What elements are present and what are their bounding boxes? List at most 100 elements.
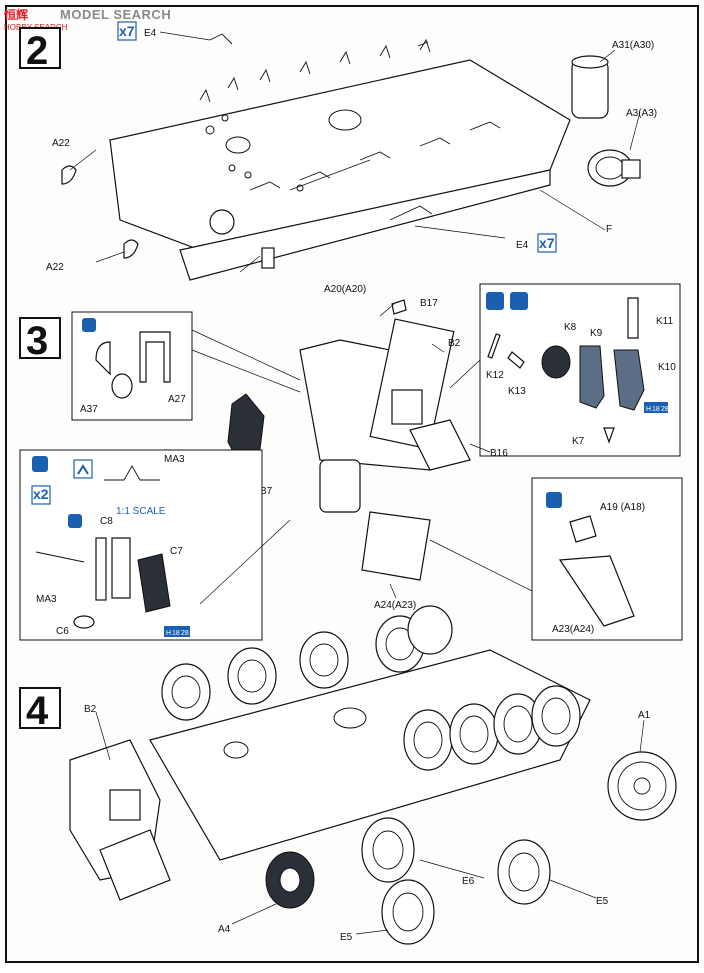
assembly-b2 xyxy=(299,299,471,513)
hull-hole xyxy=(205,125,215,135)
torsion-arms-bottom xyxy=(249,121,501,221)
part-ma3-template xyxy=(104,465,160,481)
label-k13: K13 xyxy=(508,386,526,397)
label-a19: A19 (A18) xyxy=(600,502,645,513)
part-a24 xyxy=(361,511,431,581)
drill-icon xyxy=(510,292,528,310)
hull-hole xyxy=(328,109,362,131)
idler-a4 xyxy=(265,851,315,909)
wheel-e5-right xyxy=(497,839,551,905)
step-2-leader-lines xyxy=(69,31,641,273)
part-a3-hub xyxy=(587,149,641,187)
label-k9: K9 xyxy=(590,328,603,339)
label-e6: E6 xyxy=(462,876,475,887)
svg-text:H: H xyxy=(166,630,171,637)
label-a27: A27 xyxy=(168,394,186,405)
step-2-number: 2 xyxy=(26,29,48,73)
inset-a19-a23: A19 (A18) A23(A24) xyxy=(531,477,683,641)
glue-icon xyxy=(546,492,562,508)
step-4-leader-lines xyxy=(95,711,645,935)
label-b17: B17 xyxy=(420,298,438,309)
watermark-brand-en: MODEL SEARCH xyxy=(60,7,171,22)
part-b16 xyxy=(409,419,471,471)
label-a31: A31(A30) xyxy=(612,40,654,51)
inset-a37-a27: A37 A27 xyxy=(71,311,301,421)
paint-badge-k: H 18 28 xyxy=(644,402,669,413)
part-ma3-wire xyxy=(35,551,85,563)
label-e4-bottom: E4 xyxy=(516,240,529,251)
label-ma3-top: MA3 xyxy=(164,454,185,465)
part-k9 xyxy=(579,345,605,409)
part-a23 xyxy=(558,555,635,627)
label-k12: K12 xyxy=(486,370,504,381)
glue-icon xyxy=(32,456,48,472)
label-a37: A37 xyxy=(80,404,98,415)
label-e5-bottom: E5 xyxy=(340,932,353,943)
fold-icon xyxy=(73,459,93,479)
wheel-e6 xyxy=(361,817,415,883)
label-a23: A23(A24) xyxy=(552,624,594,635)
part-a22-bottom xyxy=(123,239,139,259)
svg-text:18: 18 xyxy=(172,630,180,637)
step-2-box xyxy=(19,27,61,69)
torsion-arms-top xyxy=(199,33,431,103)
part-c7 xyxy=(137,553,171,613)
label-c7: C7 xyxy=(170,546,183,557)
part-k7 xyxy=(603,427,615,444)
hull-hole xyxy=(221,114,229,122)
part-k12 xyxy=(487,333,501,359)
label-f: F xyxy=(606,224,612,235)
part-b17 xyxy=(391,299,407,315)
part-k8 xyxy=(541,345,571,379)
svg-text:x2: x2 xyxy=(33,486,49,502)
road-wheels-right xyxy=(403,685,581,771)
step-4-box xyxy=(19,687,61,729)
assembly-b2-step4 xyxy=(69,739,171,901)
label-a4: A4 xyxy=(218,924,231,935)
qty-badge-x2 xyxy=(31,485,51,505)
svg-text:x7: x7 xyxy=(119,23,135,39)
part-a27 xyxy=(139,331,171,383)
part-c8 xyxy=(95,537,107,601)
hull-hole xyxy=(228,164,236,172)
hull-hole xyxy=(244,171,252,179)
step-3-number: 3 xyxy=(26,319,48,363)
part-k10 xyxy=(613,349,645,411)
label-b7: B7 xyxy=(260,486,273,497)
label-e5-right: E5 xyxy=(596,896,609,907)
road-wheels-top xyxy=(161,605,453,721)
svg-text:18: 18 xyxy=(652,406,660,413)
hull-hole xyxy=(225,136,251,154)
svg-text:x7: x7 xyxy=(539,235,555,251)
svg-text:28: 28 xyxy=(661,406,669,413)
label-k11: K11 xyxy=(656,316,673,327)
label-c6: C6 xyxy=(56,626,69,637)
label-e4-top: E4 xyxy=(144,28,157,39)
part-a31 xyxy=(571,55,609,119)
label-a22-bottom: A22 xyxy=(46,262,64,273)
step-4: 4 xyxy=(19,605,677,945)
label-a24: A24(A23) xyxy=(374,600,416,611)
label-a1: A1 xyxy=(638,710,651,721)
label-b16: B16 xyxy=(490,448,508,459)
step-2: 2 x7 x7 xyxy=(19,21,657,295)
step-3-box xyxy=(19,317,61,359)
paint-drop-icon xyxy=(68,514,82,528)
step-4-number: 4 xyxy=(26,689,49,733)
label-b2: B2 xyxy=(448,338,461,349)
svg-text:28: 28 xyxy=(181,630,189,637)
label-a20: A20(A20) xyxy=(324,284,366,295)
svg-text:H: H xyxy=(646,406,651,413)
label-b2-step4: B2 xyxy=(84,704,97,715)
part-a20 xyxy=(209,209,275,269)
glue-icon xyxy=(486,292,504,310)
part-a19 xyxy=(569,515,597,543)
part-k11 xyxy=(627,297,639,339)
part-a37 xyxy=(95,341,111,376)
qty-badge-bottom: x7 xyxy=(537,233,557,253)
part-k13 xyxy=(507,351,525,369)
glue-icon xyxy=(82,318,96,332)
label-c8: C8 xyxy=(100,516,113,527)
step-3-leader-lines xyxy=(257,303,491,599)
